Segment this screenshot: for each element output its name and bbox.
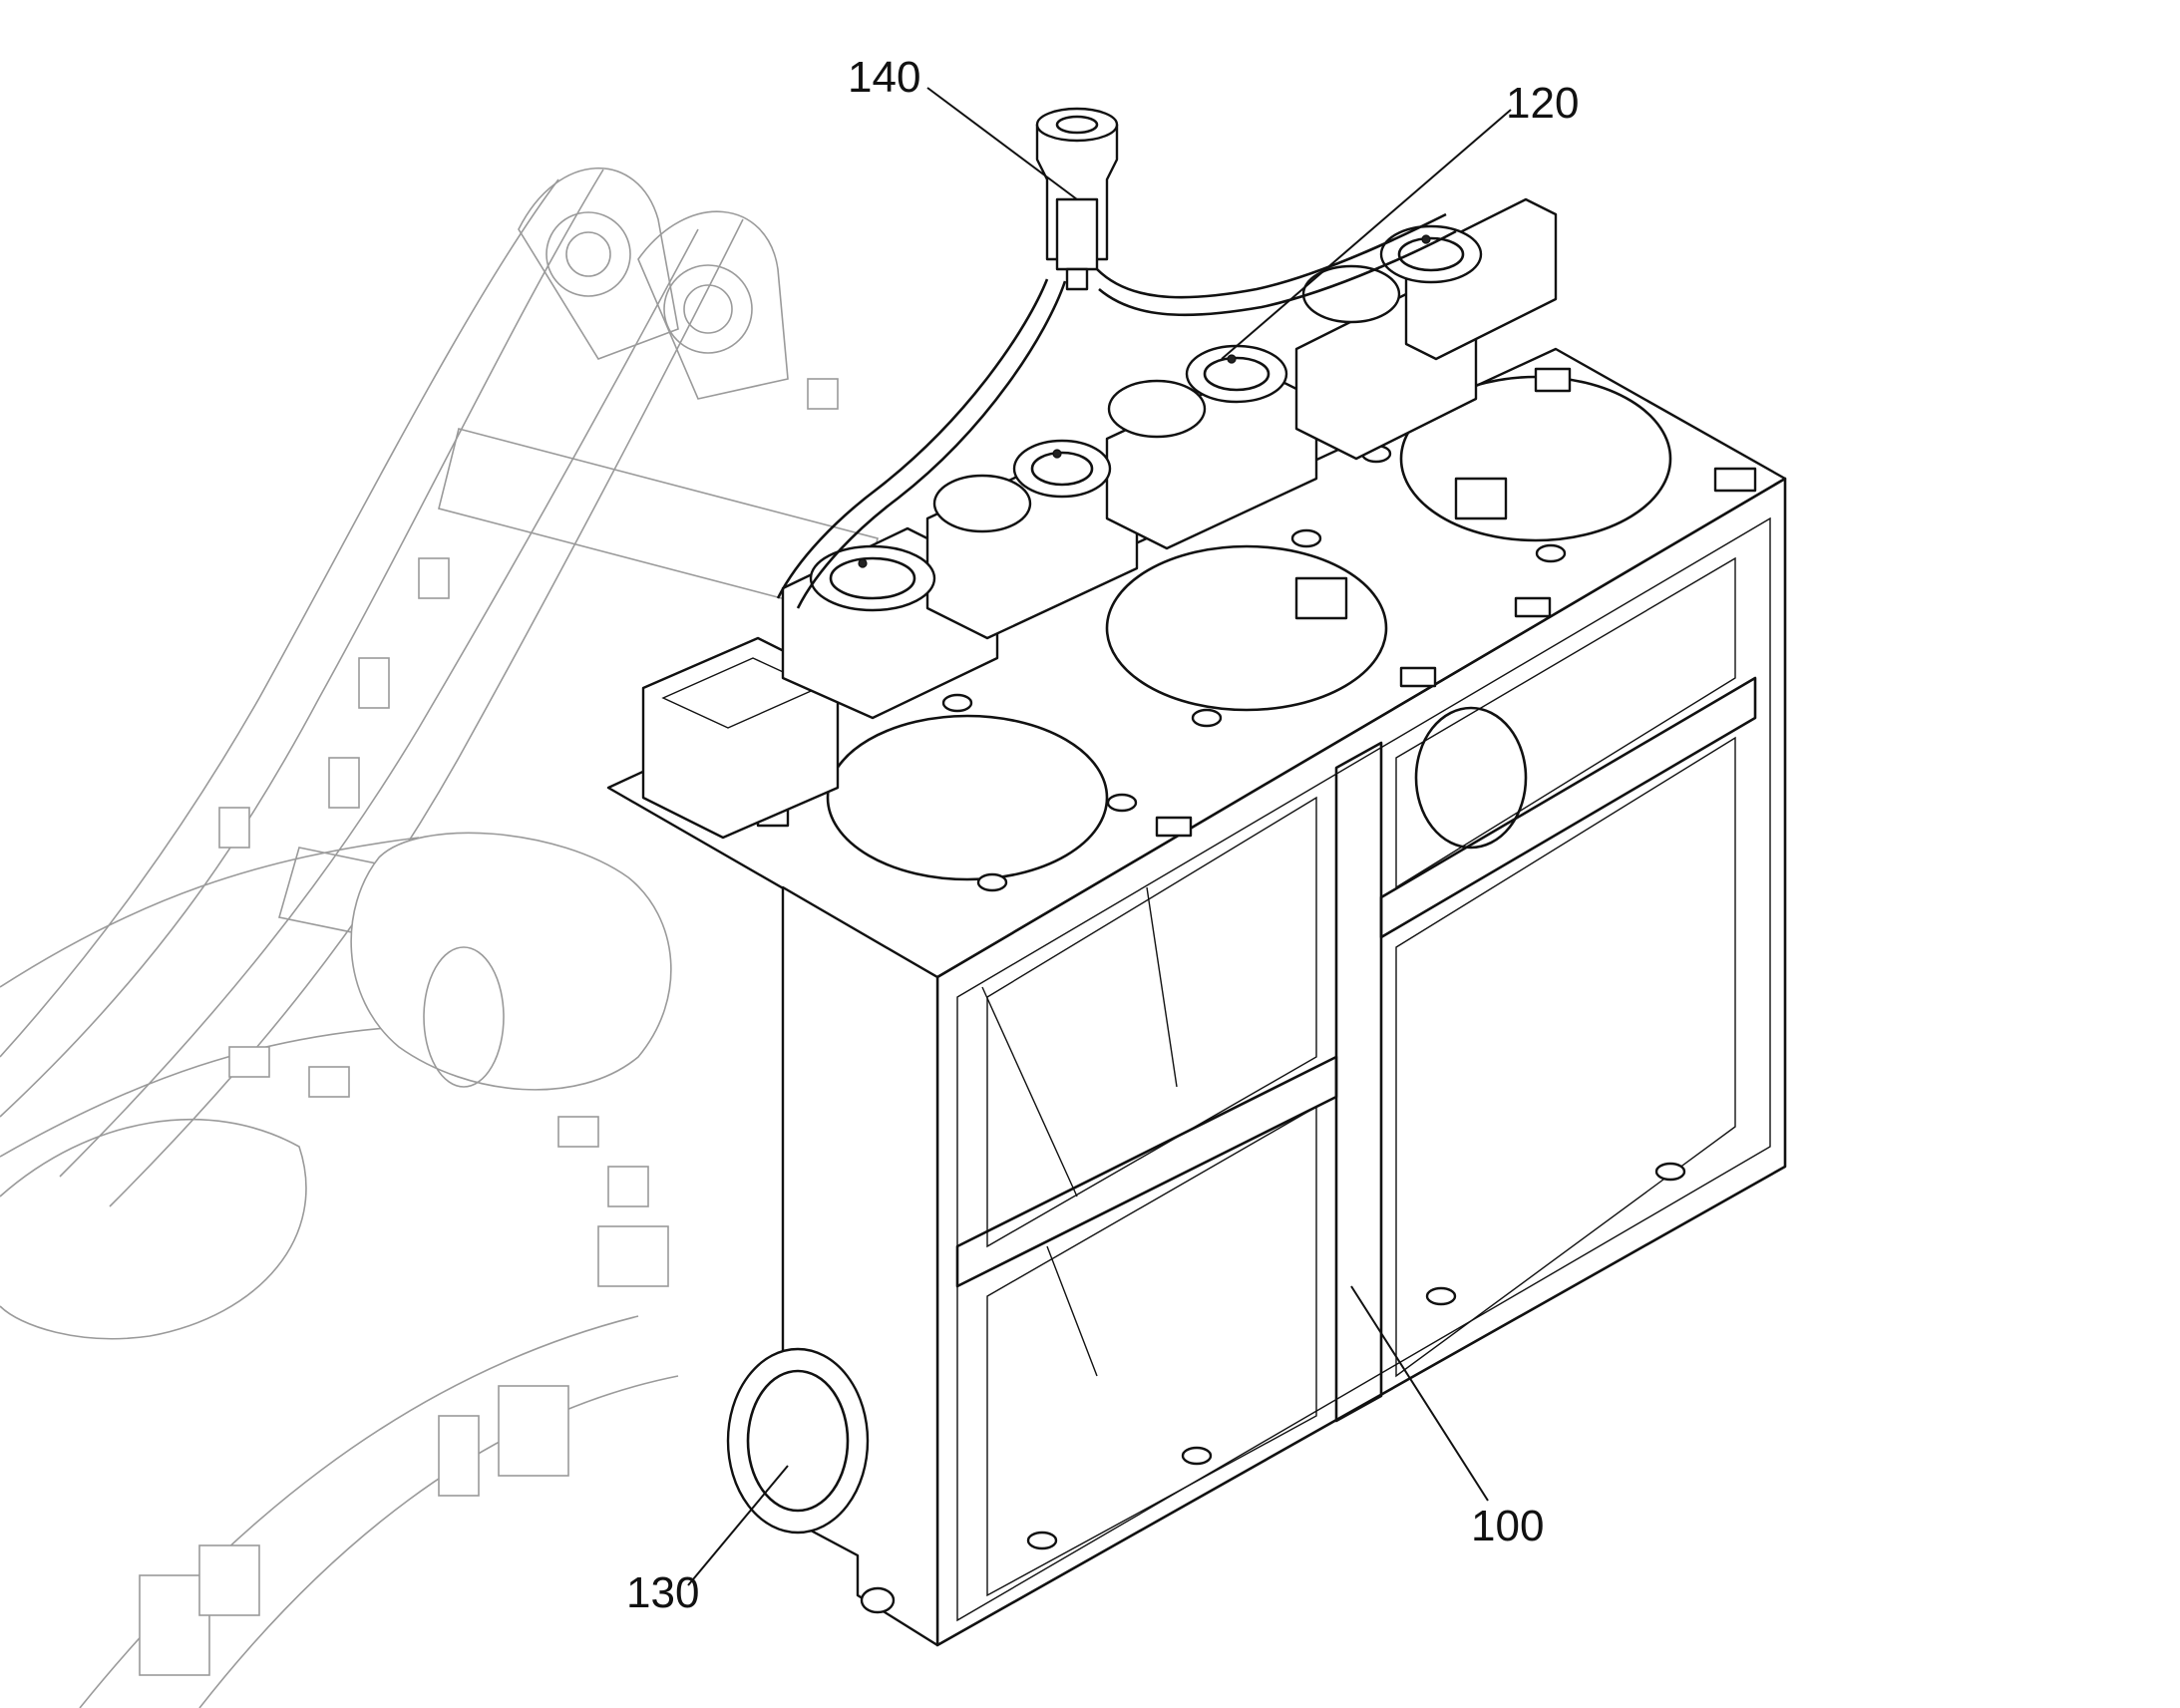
module-row-120 [641,197,1558,840]
leader-130 [687,1465,789,1586]
ref-label-130: 130 [626,1568,699,1617]
leader-100 [1350,1285,1489,1502]
hose-and-fitting-140 [776,107,1457,609]
leader-120 [1221,109,1512,360]
ghost-vehicle-frame [0,167,879,1708]
ref-label-100: 100 [1471,1502,1544,1550]
ref-label-120: 120 [1506,79,1579,128]
leader-lines [687,87,1512,1586]
ref-label-140: 140 [848,53,920,102]
reference-labels: 140 120 100 130 [626,53,1579,1617]
leader-140 [926,87,1078,200]
rack-frame-100 [606,347,1787,1647]
